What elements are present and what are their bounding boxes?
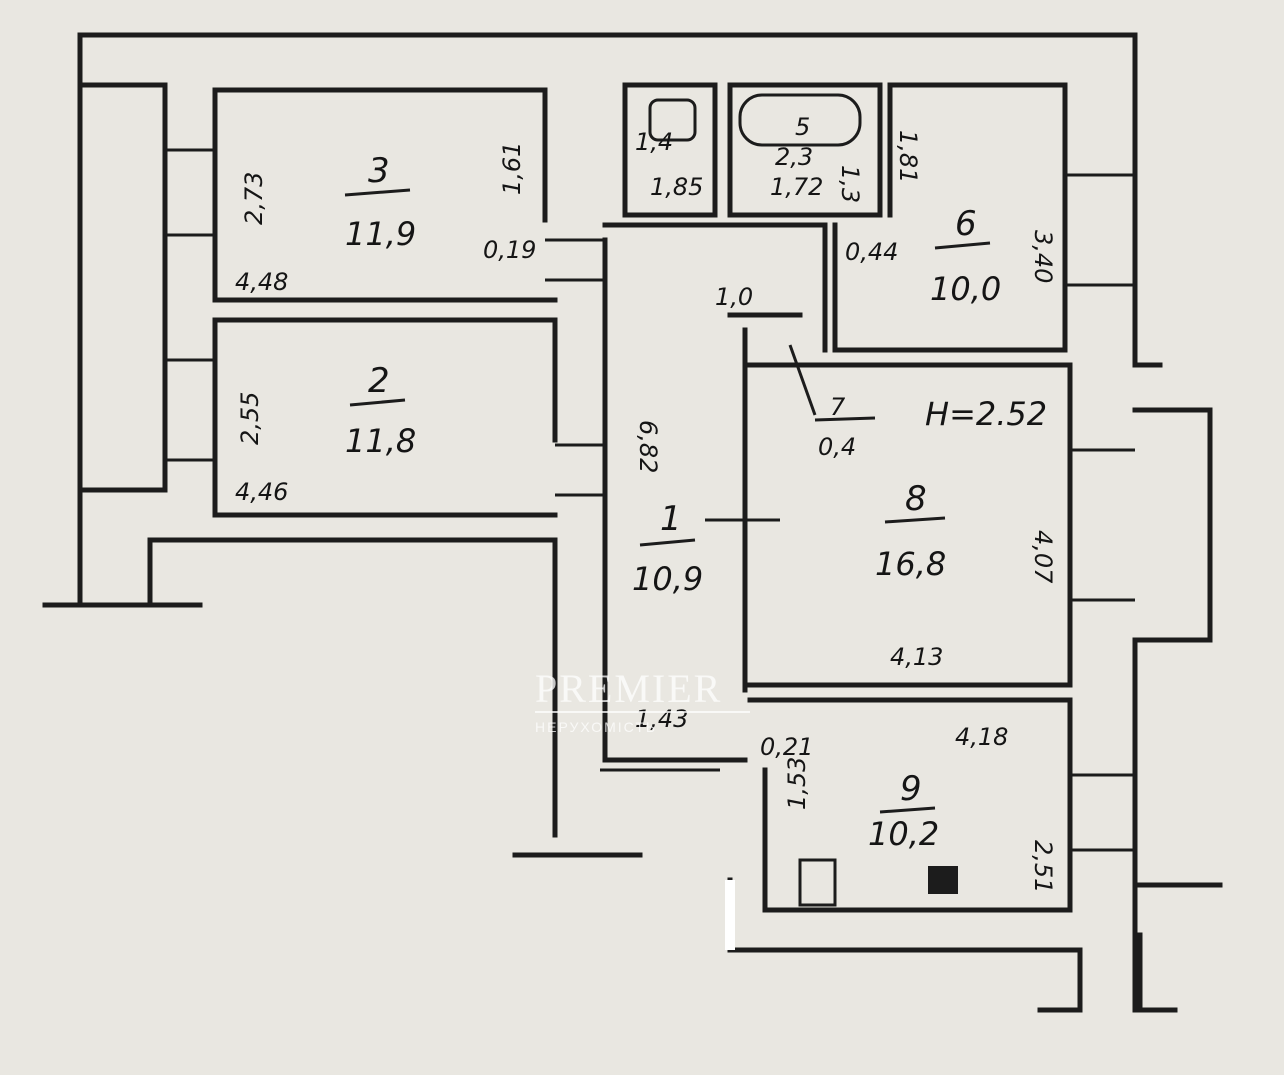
dim: 3,40 <box>1029 230 1057 283</box>
dim: 0,21 <box>760 733 813 761</box>
dim: 2,73 <box>240 172 268 225</box>
room-1-number: 1 <box>660 499 682 539</box>
room-3-area: 11,9 <box>345 215 416 253</box>
watermark-brand: PREMIER <box>535 666 722 711</box>
room-labels: 3 11,9 2 11,8 1 10,9 1,85 5 1,72 6 10,0 … <box>344 113 1047 853</box>
ceiling-height: H=2.52 <box>925 395 1047 433</box>
dim: 4,18 <box>955 723 1008 751</box>
dim: 1,3 <box>836 165 864 203</box>
room-5-number: 5 <box>795 113 810 141</box>
dim: 4,07 <box>1029 530 1057 584</box>
dim: 4,13 <box>890 643 943 671</box>
room-6-area: 10,0 <box>930 270 1001 308</box>
room-3-number: 3 <box>368 151 390 191</box>
watermark-subtitle: НЕРУХОМІСТЬ <box>535 719 657 735</box>
dim: 1,53 <box>783 757 811 810</box>
room-2-area: 11,8 <box>345 422 416 460</box>
room-4-area: 1,85 <box>650 173 703 201</box>
room-8-number: 8 <box>905 479 927 519</box>
room-7-number: 7 <box>830 393 846 421</box>
room-6-number: 6 <box>955 204 977 244</box>
room-2-number: 2 <box>368 361 390 401</box>
room-8-area: 16,8 <box>875 545 946 583</box>
dim: 1,61 <box>498 142 526 195</box>
dim: 1,81 <box>894 130 922 183</box>
dim: 1,0 <box>715 283 753 311</box>
dim: 2,55 <box>236 392 264 445</box>
dim: 6,82 <box>634 420 662 473</box>
room-1-area: 10,9 <box>632 560 703 598</box>
room-9-area: 10,2 <box>868 815 939 853</box>
dim: 0,19 <box>483 236 536 264</box>
watermark: PREMIER НЕРУХОМІСТЬ <box>535 666 750 735</box>
dimension-labels: 2,73 4,48 1,61 0,19 2,55 4,46 6,82 1,43 … <box>235 128 1057 893</box>
dim: 4,46 <box>235 478 288 506</box>
dim: 2,51 <box>1029 840 1057 893</box>
walls <box>42 32 1223 1013</box>
room-7-area: 0,4 <box>818 433 856 461</box>
dim: 1,43 <box>635 705 688 733</box>
room-5-area: 1,72 <box>770 173 823 201</box>
room-9-number: 9 <box>900 769 922 809</box>
dim: 0,44 <box>845 238 898 266</box>
dim: 4,48 <box>235 268 288 296</box>
dim: 2,3 <box>775 143 813 171</box>
dim: 1,4 <box>635 128 673 156</box>
